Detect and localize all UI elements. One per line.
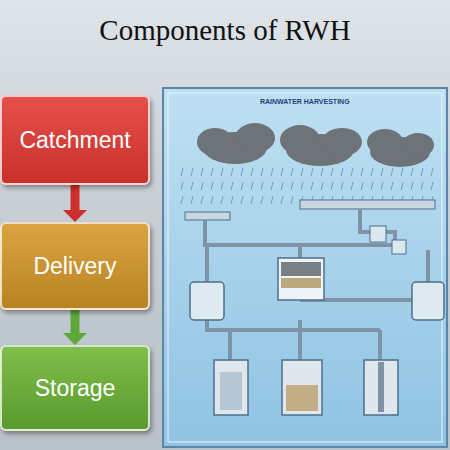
- title: Components of RWH: [0, 14, 450, 47]
- flow-arrow: [63, 185, 87, 222]
- box-label: Storage: [35, 375, 116, 402]
- catchment-box: Catchment: [0, 95, 150, 185]
- storage-box: Storage: [0, 345, 150, 431]
- delivery-box: Delivery: [0, 222, 150, 310]
- illustration-heading: RAINWATER HARVESTING: [260, 98, 350, 105]
- box-label: Delivery: [33, 253, 116, 280]
- box-label: Catchment: [19, 127, 130, 154]
- flow-arrow: [63, 310, 87, 345]
